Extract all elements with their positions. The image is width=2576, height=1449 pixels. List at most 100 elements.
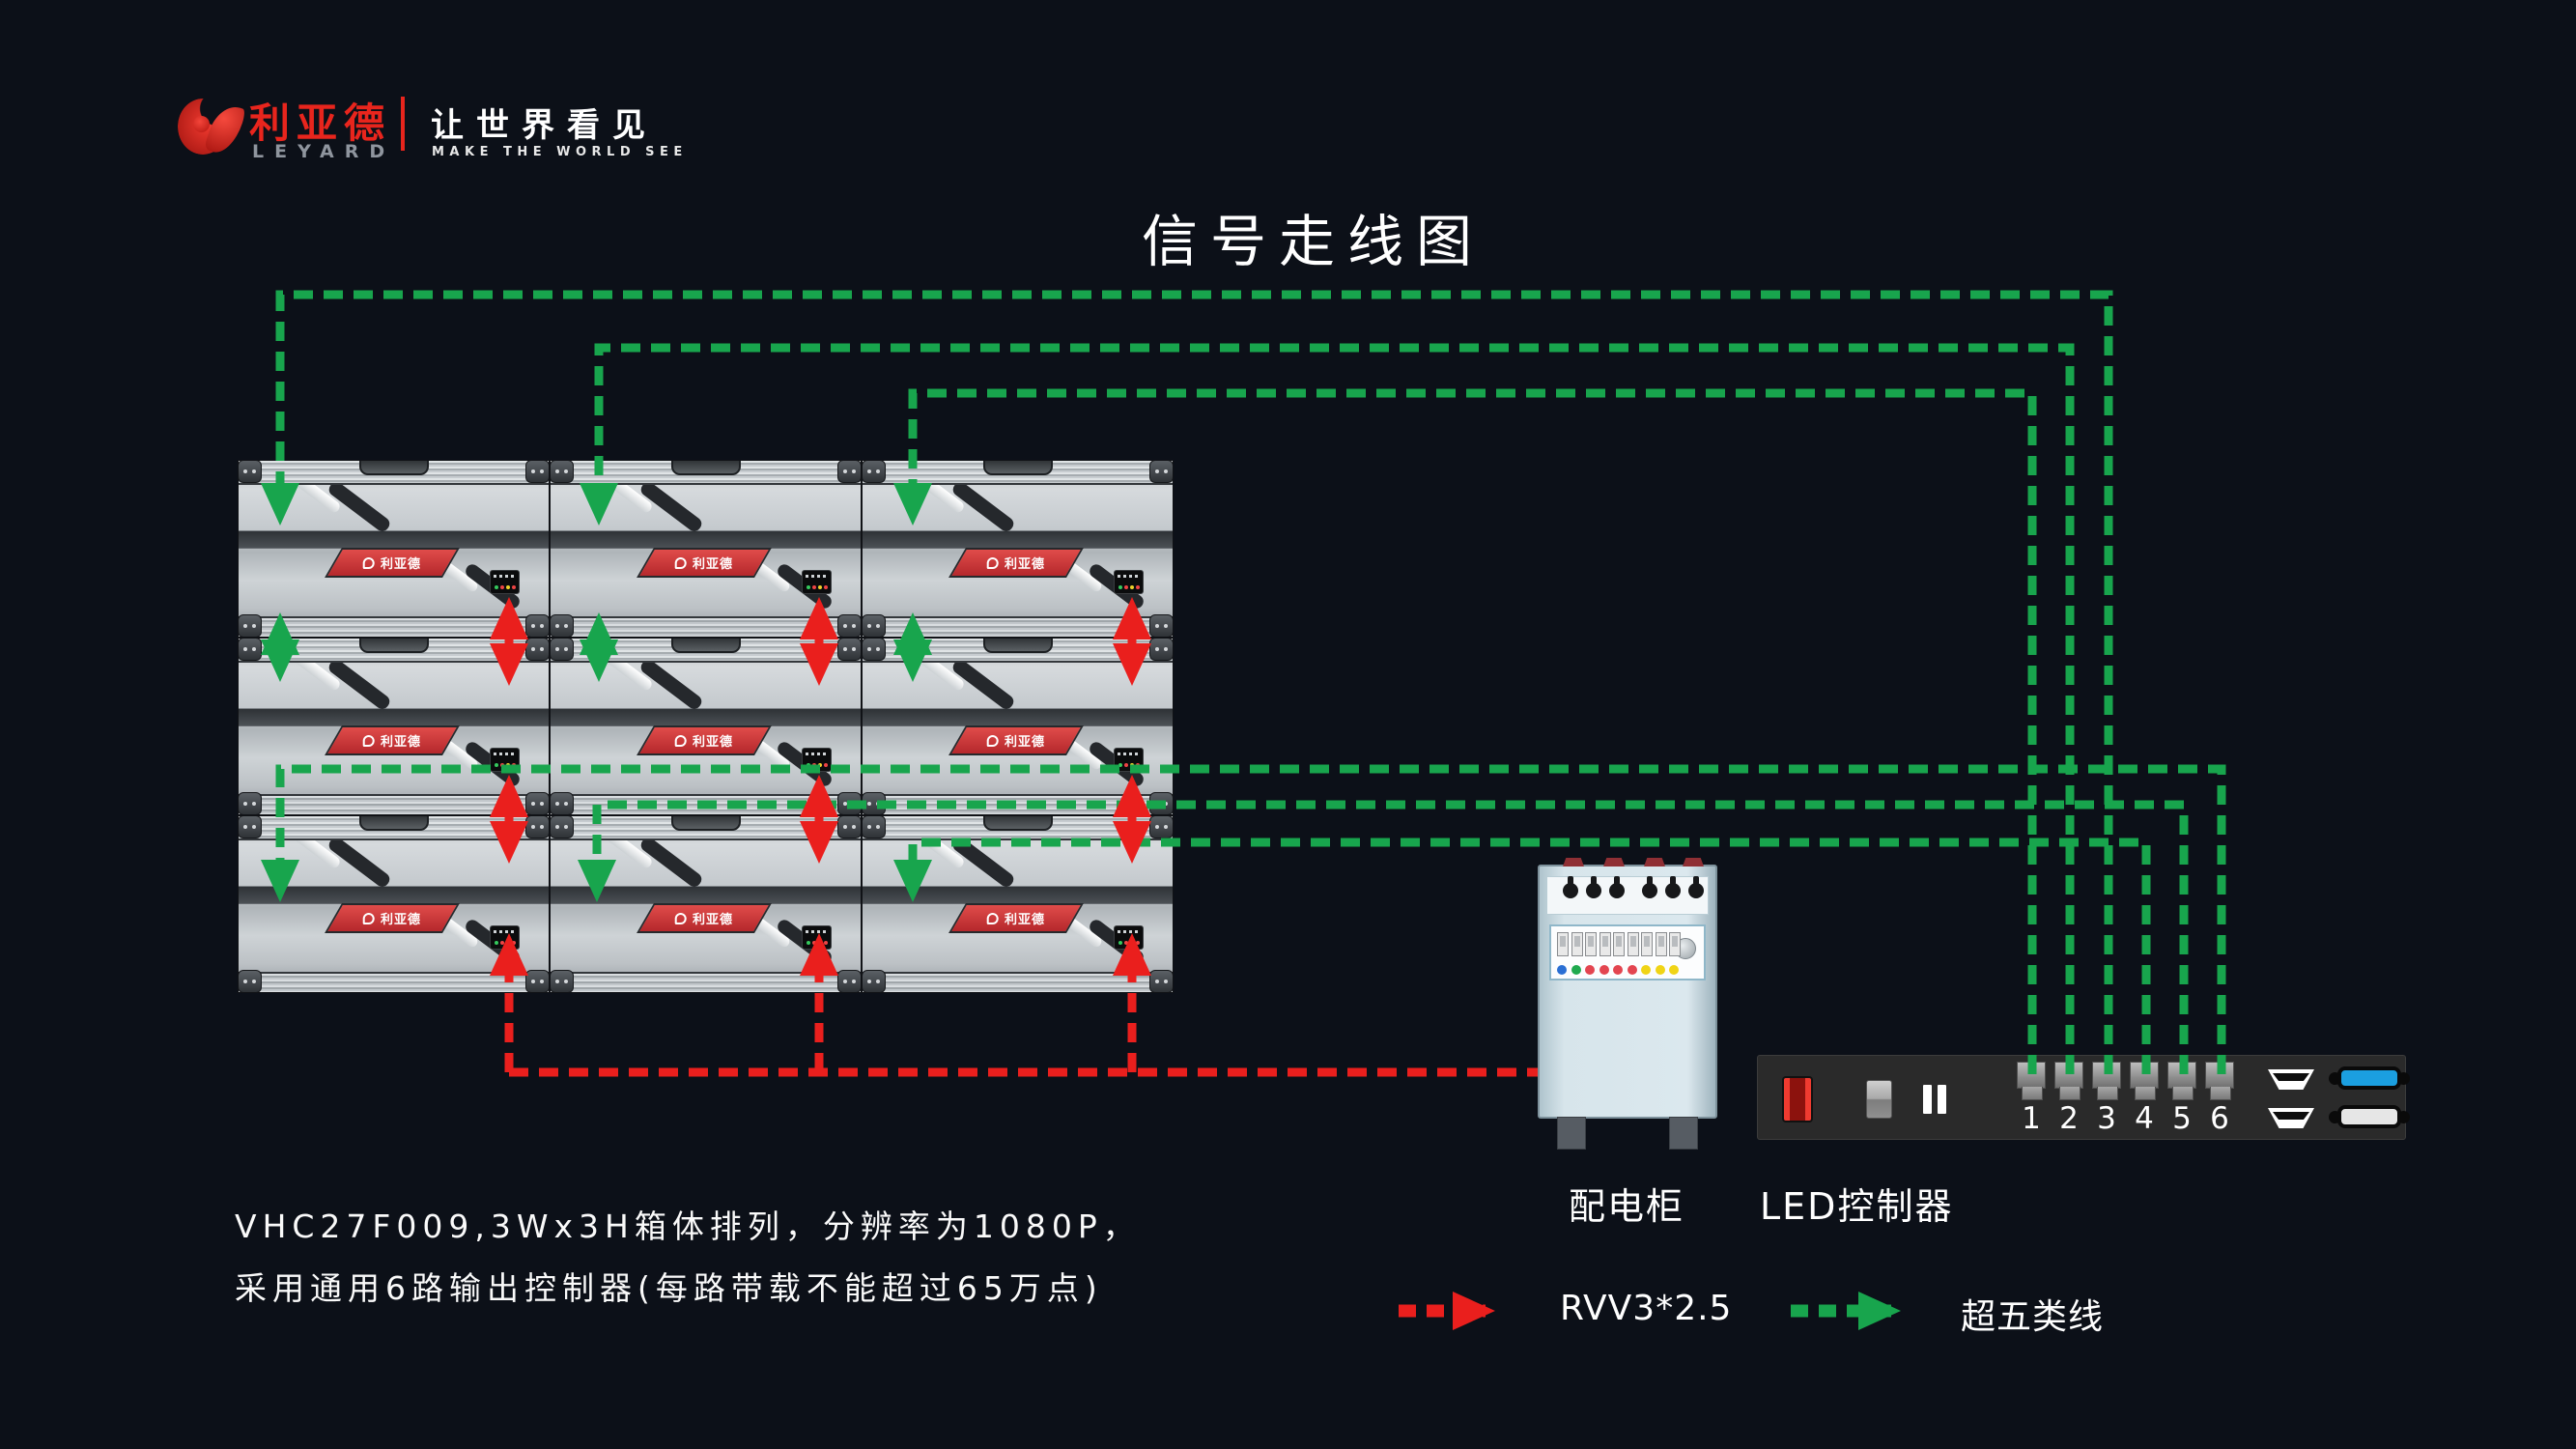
led-cabinet: 利亚德	[862, 460, 1174, 638]
legend-power-cable-label: RVV3*2.5	[1560, 1289, 1733, 1328]
cabinet-handle	[358, 816, 429, 831]
port-number: 3	[2097, 1101, 2116, 1136]
leyard-logo-icon	[178, 89, 247, 166]
breaker-switch[interactable]	[1655, 932, 1667, 956]
corner-bracket	[239, 970, 262, 992]
led-cabinet: 利亚德	[238, 815, 550, 993]
corner-bracket	[1149, 970, 1173, 992]
port-number: 1	[2022, 1101, 2041, 1136]
power-cabinet-label: 配电柜	[1569, 1185, 1685, 1228]
breaker-switch[interactable]	[1599, 932, 1611, 956]
corner-bracket	[863, 639, 886, 661]
terminal-bolt-icon	[1563, 876, 1578, 898]
controller-port[interactable]: 4	[2130, 1062, 2159, 1134]
corner-bracket	[525, 792, 549, 814]
corner-bracket	[837, 816, 861, 838]
corner-bracket	[1149, 816, 1173, 838]
corner-bracket	[525, 614, 549, 637]
cabinet-connector-panel	[490, 748, 520, 772]
corner-bracket	[239, 639, 262, 661]
breaker-switch[interactable]	[1613, 932, 1625, 956]
controller-port[interactable]: 5	[2167, 1062, 2196, 1134]
legend-signal-cable-label: 超五类线	[1961, 1297, 2105, 1337]
cabinet-connector-panel	[1114, 748, 1144, 772]
badge-logo-icon	[362, 912, 375, 924]
led-cabinet: 利亚德	[238, 460, 550, 638]
rocker-button[interactable]	[1866, 1080, 1892, 1119]
rj45-port-icon[interactable]	[2205, 1062, 2234, 1100]
port-number: 2	[2059, 1101, 2079, 1136]
cabinet-brand-badge: 利亚德	[948, 903, 1084, 933]
cabinet-bottom-rail	[551, 794, 861, 814]
brand-slogan-cn: 让世界看见	[431, 106, 658, 145]
corner-bracket	[525, 461, 549, 483]
rj45-port-icon[interactable]	[2017, 1062, 2046, 1100]
cabinet-bottom-rail	[551, 972, 861, 992]
badge-logo-icon	[674, 734, 687, 747]
breaker-switch[interactable]	[1571, 932, 1583, 956]
controller-port[interactable]: 6	[2205, 1062, 2234, 1134]
badge-label: 利亚德	[1004, 913, 1045, 927]
badge-logo-icon	[986, 734, 999, 747]
corner-bracket	[239, 792, 262, 814]
badge-logo-icon	[362, 734, 375, 747]
indicator-lamp	[1571, 965, 1581, 975]
cabinet-leg	[1557, 1117, 1586, 1150]
cabinet-handle	[670, 461, 741, 475]
corner-bracket	[863, 792, 886, 814]
breaker-switch[interactable]	[1585, 932, 1597, 956]
breaker-switch[interactable]	[1557, 932, 1569, 956]
badge-label: 利亚德	[692, 913, 733, 927]
brand-name-en: LEYARD	[252, 141, 396, 162]
indicator-lamp	[1585, 965, 1595, 975]
indicator-lamp	[1627, 965, 1637, 975]
power-switch[interactable]	[1782, 1076, 1813, 1122]
cabinet-handle	[982, 816, 1053, 831]
corner-bracket	[525, 816, 549, 838]
rj45-port-icon[interactable]	[2092, 1062, 2121, 1100]
rj45-port-icon[interactable]	[2054, 1062, 2083, 1100]
indicator-lamp	[1641, 965, 1651, 975]
breaker-switch[interactable]	[1669, 932, 1681, 956]
corner-bracket	[837, 792, 861, 814]
terminal-bolt-icon	[1665, 876, 1681, 898]
badge-label: 利亚德	[1004, 557, 1045, 572]
led-cabinet: 利亚德	[550, 815, 862, 993]
indicator-lamp	[1613, 965, 1623, 975]
badge-logo-icon	[986, 912, 999, 924]
controller-port[interactable]: 3	[2092, 1062, 2121, 1134]
cabinet-bottom-rail	[863, 972, 1173, 992]
controller-port[interactable]: 1	[2017, 1062, 2046, 1134]
pause-icon	[1922, 1083, 1949, 1116]
leyard-logo: 利亚德 LEYARD 让世界看见 MAKE THE WORLD SEE	[178, 85, 796, 172]
led-cabinet: 利亚德	[862, 638, 1174, 815]
rj45-port-icon[interactable]	[2130, 1062, 2159, 1100]
power-distribution-cabinet	[1538, 858, 1717, 1150]
breaker-panel	[1549, 924, 1706, 980]
badge-logo-icon	[362, 556, 375, 569]
breaker-switch[interactable]	[1641, 932, 1653, 956]
rj45-port-icon[interactable]	[2167, 1062, 2196, 1100]
badge-logo-icon	[674, 912, 687, 924]
brand-slogan-en: MAKE THE WORLD SEE	[432, 145, 688, 159]
breaker-switch[interactable]	[1627, 932, 1639, 956]
cabinet-bottom-rail	[239, 616, 549, 637]
corner-bracket	[1149, 614, 1173, 637]
indicator-lamp	[1599, 965, 1609, 975]
corner-bracket	[551, 816, 574, 838]
cabinet-brand-badge: 利亚德	[637, 725, 772, 755]
terminal-bolt-icon	[1586, 876, 1601, 898]
cabinet-connector-panel	[802, 570, 832, 594]
cabinet-brand-badge: 利亚德	[325, 548, 460, 578]
led-cabinet: 利亚德	[238, 638, 550, 815]
corner-bracket	[863, 461, 886, 483]
terminal-bolt-icon	[1688, 876, 1704, 898]
controller-port[interactable]: 2	[2054, 1062, 2083, 1134]
led-cabinet: 利亚德	[550, 638, 862, 815]
cabinet-bottom-rail	[863, 794, 1173, 814]
badge-label: 利亚德	[380, 913, 421, 927]
terminal-band	[1546, 876, 1709, 915]
corner-bracket	[837, 614, 861, 637]
